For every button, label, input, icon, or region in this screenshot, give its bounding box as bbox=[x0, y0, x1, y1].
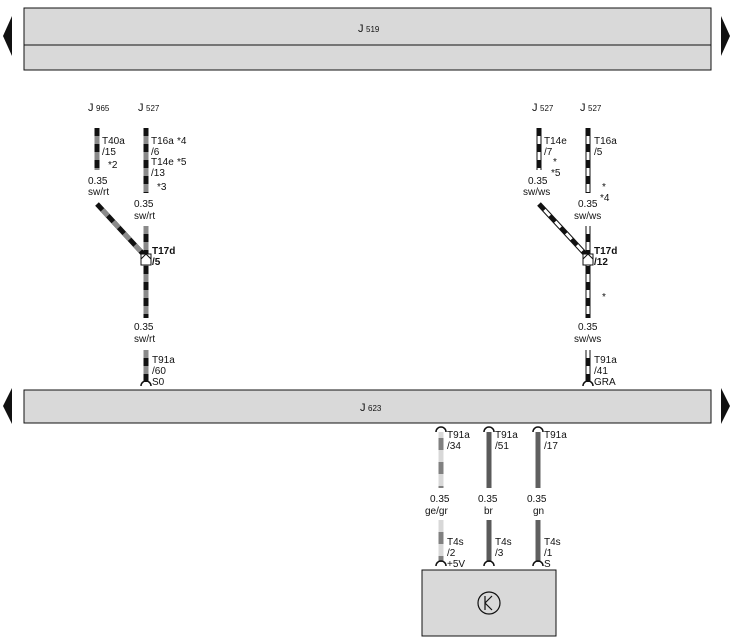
pin-label: /41 bbox=[594, 366, 608, 377]
pin-label: T40a bbox=[102, 136, 125, 147]
pin-label: /34 bbox=[447, 441, 461, 452]
pin-label: T4s bbox=[544, 537, 561, 548]
note-label: *2 bbox=[108, 160, 118, 171]
right-arrow-icon bbox=[721, 16, 730, 56]
j527-number: 527 bbox=[588, 104, 602, 113]
wire-size-label: 0.35 bbox=[478, 494, 498, 505]
wire-color-label: sw/rt bbox=[88, 187, 109, 198]
j965-prefix: J bbox=[88, 102, 94, 114]
splice-arrow-icon bbox=[582, 253, 594, 260]
right-arrow-icon bbox=[721, 388, 730, 424]
note-label: *5 bbox=[177, 157, 187, 168]
pin-label: T91a bbox=[152, 355, 175, 366]
signal-label: GRA bbox=[594, 377, 616, 388]
j527-prefix: J bbox=[138, 102, 144, 114]
pin-label: T91a bbox=[447, 430, 470, 441]
pin-label: /3 bbox=[495, 548, 504, 559]
wire-size-label: 0.35 bbox=[134, 322, 154, 333]
pin-label: T91a bbox=[544, 430, 567, 441]
note-label: *3 bbox=[157, 182, 167, 193]
j623-prefix: J bbox=[360, 402, 366, 414]
note-label: *4 bbox=[600, 193, 610, 204]
wire-size-label: 0.35 bbox=[528, 176, 548, 187]
note-label: * bbox=[602, 182, 606, 193]
left-arrow-icon bbox=[3, 388, 12, 424]
pin-label: T4s bbox=[447, 537, 464, 548]
connector-icon bbox=[483, 560, 495, 567]
j527-number: 527 bbox=[540, 104, 554, 113]
j623-number: 623 bbox=[368, 404, 382, 413]
note-label: *4 bbox=[177, 136, 187, 147]
pin-label: T16a bbox=[594, 136, 617, 147]
pin-label: /60 bbox=[152, 366, 166, 377]
j519-bar: J 519 bbox=[3, 7, 730, 71]
component-box bbox=[421, 569, 557, 637]
note-label: * bbox=[602, 292, 606, 303]
note-label: * bbox=[553, 157, 557, 168]
j519-number: 519 bbox=[366, 25, 380, 34]
pin-label: /2 bbox=[447, 548, 456, 559]
pin-label: T14e bbox=[544, 136, 567, 147]
pin-label: T14e bbox=[151, 157, 174, 168]
wire-color-label: gn bbox=[533, 506, 544, 517]
pin-label: /51 bbox=[495, 441, 509, 452]
j527-prefix: J bbox=[580, 102, 586, 114]
pin-label: T91a bbox=[594, 355, 617, 366]
j623-bar: J 623 bbox=[3, 388, 730, 424]
connector-icon bbox=[483, 426, 495, 433]
wire-color-label: ge/gr bbox=[425, 506, 448, 517]
pin-label: /7 bbox=[544, 147, 553, 158]
splice-label: /5 bbox=[152, 257, 161, 268]
splice-label: /12 bbox=[594, 257, 608, 268]
wire-color-label: sw/ws bbox=[574, 334, 601, 345]
connector-icon bbox=[532, 426, 544, 433]
left-arrow-icon bbox=[3, 16, 12, 56]
j519-prefix: J bbox=[358, 23, 364, 35]
pin-label: /1 bbox=[544, 548, 553, 559]
pin-label: /17 bbox=[544, 441, 558, 452]
splice-connector bbox=[140, 253, 152, 266]
pin-label: /6 bbox=[151, 147, 160, 158]
wire-stripe bbox=[537, 202, 589, 258]
wire-color-label: sw/ws bbox=[574, 211, 601, 222]
wire-size-label: 0.35 bbox=[134, 199, 154, 210]
k-symbol-icon bbox=[484, 595, 493, 611]
connector-icon bbox=[582, 380, 594, 387]
wire-color-label: sw/rt bbox=[134, 211, 155, 222]
signal-label: +5V bbox=[447, 559, 465, 570]
connector-icon bbox=[435, 560, 447, 567]
wire-size-label: 0.35 bbox=[578, 322, 598, 333]
wire-color-label: sw/rt bbox=[134, 334, 155, 345]
pin-label: T4s bbox=[495, 537, 512, 548]
j965-number: 965 bbox=[96, 104, 110, 113]
connector-icon bbox=[140, 380, 152, 387]
wire-color-label: sw/ws bbox=[523, 187, 550, 198]
signal-label: S0 bbox=[152, 377, 165, 388]
wire-size-label: 0.35 bbox=[430, 494, 450, 505]
wire-size-label: 0.35 bbox=[578, 199, 598, 210]
j527-prefix: J bbox=[532, 102, 538, 114]
pin-label: /15 bbox=[102, 147, 116, 158]
splice-label: T17d bbox=[152, 246, 175, 257]
connector-icon bbox=[532, 560, 544, 567]
splice-arrow-icon bbox=[140, 253, 152, 260]
connector-icon bbox=[435, 426, 447, 433]
signal-label: S bbox=[544, 559, 551, 570]
splice-connector bbox=[582, 253, 594, 266]
j527-number: 527 bbox=[146, 104, 160, 113]
wire-size-label: 0.35 bbox=[527, 494, 547, 505]
pin-label: T91a bbox=[495, 430, 518, 441]
note-label: *5 bbox=[551, 168, 561, 179]
k-circle-icon bbox=[477, 591, 501, 615]
pin-label: /5 bbox=[594, 147, 603, 158]
pin-label: T16a bbox=[151, 136, 174, 147]
wire-color-label: br bbox=[484, 506, 494, 517]
splice-label: T17d bbox=[594, 246, 617, 257]
pin-label: /13 bbox=[151, 168, 165, 179]
wire-stripe bbox=[95, 202, 147, 258]
wire-size-label: 0.35 bbox=[88, 176, 108, 187]
